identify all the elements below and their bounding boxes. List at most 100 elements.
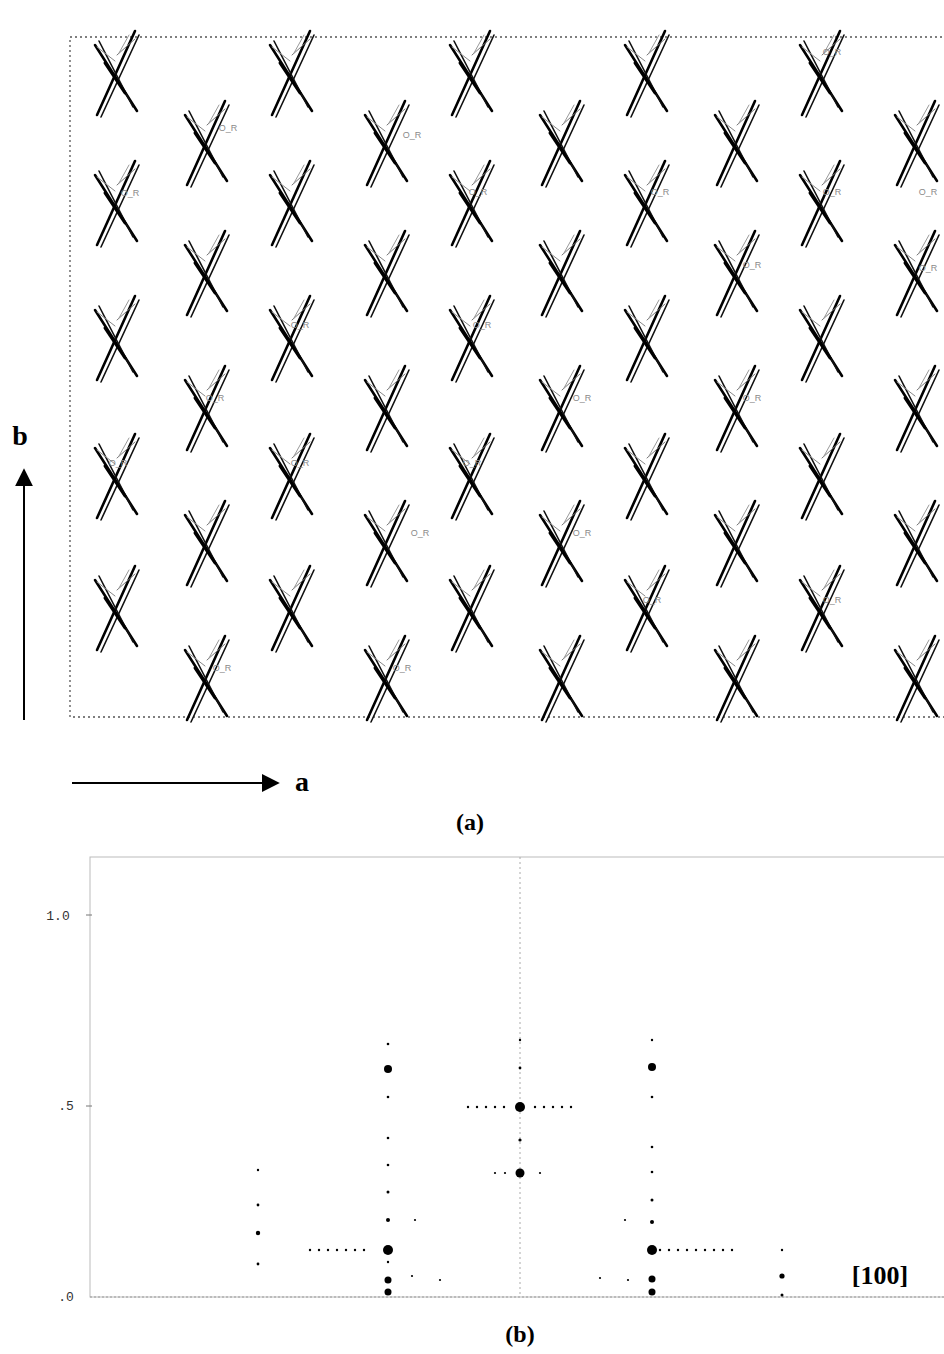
molecule-stroke: [99, 41, 133, 107]
molecule-stroke: [649, 165, 659, 183]
molecule-stroke: [280, 63, 300, 93]
molecule-stroke: [550, 133, 570, 163]
molecule-stroke: [460, 63, 480, 93]
diffraction-spot: [387, 1261, 389, 1263]
molecule: [450, 161, 494, 247]
molecule-stroke: [542, 517, 560, 531]
molecule-stroke: [187, 382, 205, 396]
molecule-stroke: [99, 576, 133, 642]
molecule-stroke: [899, 111, 933, 177]
molecule-stroke: [119, 570, 129, 588]
molecule-stroke: [802, 582, 820, 596]
molecule-stroke: [280, 598, 300, 628]
molecule-stroke: [460, 193, 480, 223]
molecule-stroke: [802, 434, 840, 518]
molecule-stroke: [542, 382, 560, 396]
molecule-stroke: [367, 117, 385, 131]
molecule: [95, 296, 139, 382]
molecule: [365, 501, 409, 587]
molecule-stroke: [717, 636, 755, 720]
molecule-stroke: [452, 31, 490, 115]
diffraction-spot: [503, 1106, 505, 1108]
molecule-stroke: [389, 505, 399, 523]
molecule-stroke: [899, 241, 933, 307]
diffraction-spot: [570, 1106, 572, 1108]
molecule-stroke: [187, 247, 205, 261]
molecule-stroke: [474, 570, 484, 588]
atom-label: O_R: [573, 529, 592, 538]
molecule-stroke: [294, 35, 304, 53]
molecule: [800, 161, 844, 247]
molecule-stroke: [97, 312, 115, 326]
diffraction-spot: [686, 1249, 688, 1251]
molecule: [365, 231, 409, 317]
molecule-stroke: [294, 438, 304, 456]
molecule-stroke: [739, 370, 749, 388]
molecule-stroke: [824, 438, 834, 456]
molecule: [540, 501, 584, 587]
molecule: [450, 566, 494, 652]
molecule: [185, 501, 229, 587]
molecule-stroke: [542, 636, 580, 720]
b-axis-arrow: [23, 470, 25, 720]
diffraction-spot: [386, 1218, 390, 1222]
molecule: [270, 161, 314, 247]
molecule-stroke: [627, 161, 665, 245]
molecule-packing: [95, 31, 939, 722]
atom-label: O_R: [919, 188, 938, 197]
molecule-stroke: [802, 312, 820, 326]
molecule-stroke: [719, 111, 753, 177]
molecule: [715, 366, 759, 452]
molecule-stroke: [627, 177, 645, 191]
molecule-stroke: [542, 366, 580, 450]
molecule-stroke: [474, 165, 484, 183]
molecule-stroke: [99, 171, 133, 237]
molecule: [715, 231, 759, 317]
molecule-stroke: [367, 366, 405, 450]
molecule-stroke: [739, 105, 749, 123]
molecule-stroke: [905, 533, 925, 563]
molecule-stroke: [649, 35, 659, 53]
molecule: [95, 434, 139, 520]
molecule-stroke: [919, 640, 929, 658]
molecule-stroke: [897, 517, 915, 531]
axis-label: b: [12, 422, 28, 450]
molecule-stroke: [627, 312, 645, 326]
diffraction-spot: [649, 1276, 656, 1283]
atom-label: O_R: [651, 188, 670, 197]
diffraction-spot: [494, 1172, 496, 1174]
molecule-stroke: [452, 177, 470, 191]
molecule-stroke: [189, 111, 223, 177]
diffraction-spot: [345, 1249, 347, 1251]
diffraction-spot: [519, 1067, 522, 1070]
molecule-stroke: [369, 241, 403, 307]
molecule-stroke: [367, 636, 405, 720]
molecule: [625, 296, 669, 382]
molecule-stroke: [717, 101, 755, 185]
atom-label: O_R: [469, 188, 488, 197]
molecule: [800, 296, 844, 382]
molecule-stroke: [294, 570, 304, 588]
molecule-stroke: [187, 366, 225, 450]
molecule-stroke: [209, 505, 219, 523]
molecule-stroke: [375, 398, 395, 428]
molecule: [540, 366, 584, 452]
molecule-stroke: [272, 47, 290, 61]
molecule-stroke: [544, 646, 578, 712]
molecule-stroke: [550, 263, 570, 293]
molecule-stroke: [272, 161, 310, 245]
molecule: [540, 231, 584, 317]
diffraction-spot: [779, 1273, 784, 1278]
molecule: [895, 366, 939, 452]
molecule-stroke: [897, 101, 935, 185]
molecule-stroke: [195, 133, 215, 163]
molecule-stroke: [452, 312, 470, 326]
molecule-stroke: [272, 177, 290, 191]
molecule: [450, 31, 494, 117]
molecule-stroke: [209, 105, 219, 123]
molecule: [185, 231, 229, 317]
diffraction-spot: [257, 1169, 259, 1171]
diffraction-spot: [539, 1172, 541, 1174]
molecule-stroke: [897, 382, 915, 396]
molecule-stroke: [629, 41, 663, 107]
